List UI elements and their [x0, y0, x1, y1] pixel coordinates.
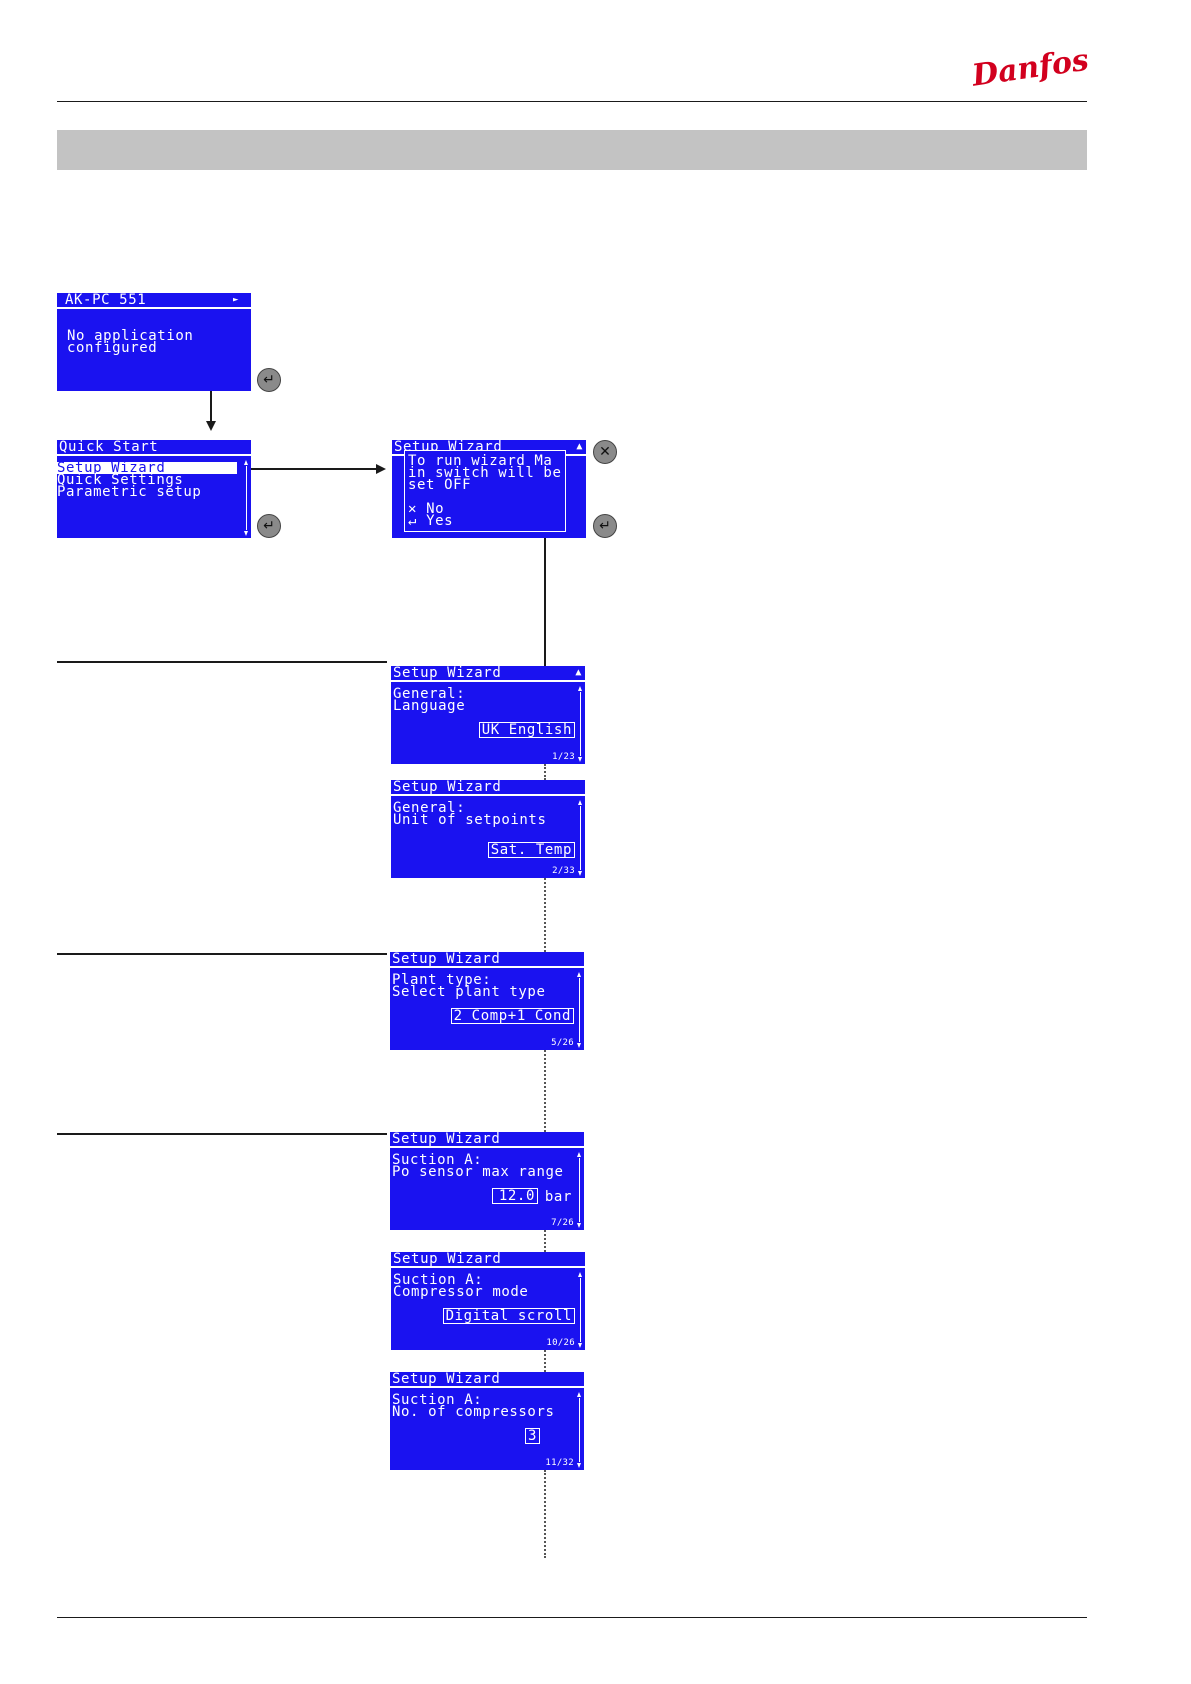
- line-text: Suction A:: [393, 1272, 484, 1288]
- menu-item-parametric-setup[interactable]: Parametric setup: [57, 484, 202, 500]
- language-screen: Setup Wizard ▲ General: Language UK Engl…: [391, 666, 585, 764]
- line-text: General:: [393, 686, 466, 702]
- scrollbar[interactable]: [577, 1392, 582, 1468]
- section-rule: [57, 953, 387, 955]
- screen-title: Setup Wizard: [390, 952, 584, 968]
- dotted-connector: [544, 1050, 546, 1132]
- line-text: Plant type:: [392, 972, 492, 988]
- section-rule: [57, 1133, 387, 1135]
- unit-screen: Setup Wizard General: Unit of setpoints …: [391, 780, 585, 878]
- section-rule: [57, 661, 387, 663]
- value-field[interactable]: UK English: [478, 722, 575, 738]
- danfoss-logo: Danfoss: [969, 44, 1088, 94]
- scrollbar[interactable]: [578, 1272, 583, 1348]
- title-text: Setup Wizard: [392, 1372, 501, 1387]
- option-no[interactable]: ✕ No: [408, 501, 445, 517]
- option-no-label: No: [426, 501, 445, 517]
- title-text: Setup Wizard: [393, 666, 502, 681]
- compressor-count-screen: Setup Wizard Suction A: No. of compresso…: [390, 1372, 584, 1470]
- footer-rule: [57, 1617, 1087, 1618]
- page-counter: 2/33: [552, 866, 575, 876]
- line-text: Suction A:: [392, 1152, 483, 1168]
- enter-icon[interactable]: ↵: [593, 514, 617, 538]
- screen-title: Setup Wizard: [390, 1132, 584, 1148]
- enter-small-icon: ↵: [408, 513, 418, 529]
- dotted-connector: [544, 1470, 546, 1558]
- scrollbar[interactable]: [578, 686, 583, 762]
- scrollbar[interactable]: [244, 460, 249, 536]
- value-field[interactable]: 2 Comp+1 Cond: [450, 1008, 574, 1024]
- confirm-screen: Setup Wizard ▲ To run wizard Ma in switc…: [392, 440, 586, 538]
- quick-start-screen: Quick Start Setup Wizard Quick Settings …: [57, 440, 251, 538]
- dotted-connector: [544, 1230, 546, 1252]
- title-text: Setup Wizard: [392, 1132, 501, 1147]
- option-yes-label: Yes: [426, 513, 454, 529]
- screen-title: Setup Wizard ▲: [391, 666, 585, 682]
- scrollbar[interactable]: [578, 800, 583, 876]
- title-text: Setup Wizard: [392, 952, 501, 967]
- line-text: Compressor mode: [393, 1284, 529, 1300]
- title-text: Setup Wizard: [393, 1252, 502, 1267]
- arrowhead: [206, 421, 216, 431]
- screen-title: Setup Wizard: [390, 1372, 584, 1388]
- connector-line: [544, 538, 546, 666]
- play-icon: ►: [232, 295, 239, 305]
- line-text: No. of compressors: [392, 1404, 555, 1420]
- scrollbar[interactable]: [577, 1152, 582, 1228]
- page-counter: 10/26: [546, 1338, 575, 1348]
- unit-label: bar: [544, 1189, 572, 1205]
- up-arrow-icon: ▲: [576, 441, 583, 452]
- connector-line: [210, 391, 212, 423]
- compressor-mode-screen: Setup Wizard Suction A: Compressor mode …: [391, 1252, 585, 1350]
- screen-title: Setup Wizard: [391, 1252, 585, 1268]
- value-field[interactable]: Digital scroll: [442, 1308, 575, 1324]
- confirm-dialog: To run wizard Ma in switch will be set O…: [404, 450, 566, 532]
- title-text: AK-PC 551: [65, 293, 147, 308]
- page-counter: 1/23: [552, 752, 575, 762]
- line-text: configured: [67, 340, 158, 356]
- section-title-bar: [57, 130, 1087, 170]
- dotted-connector: [544, 878, 546, 952]
- arrowhead: [376, 464, 386, 474]
- screen-title: Setup Wizard: [391, 780, 585, 796]
- line-text: Language: [393, 698, 466, 714]
- po-sensor-screen: Setup Wizard Suction A: Po sensor max ra…: [390, 1132, 584, 1230]
- line-text: Suction A:: [392, 1392, 483, 1408]
- page-counter: 7/26: [551, 1218, 574, 1228]
- cancel-icon[interactable]: ✕: [593, 440, 617, 464]
- line-text: No application: [67, 328, 194, 344]
- value-field[interactable]: Sat. Temp: [487, 842, 575, 858]
- title-text: Setup Wizard: [393, 780, 502, 795]
- cross-icon: ✕: [408, 501, 418, 517]
- start-screen: AK-PC 551 ► No application configured: [57, 293, 251, 391]
- page-counter: 11/32: [545, 1458, 574, 1468]
- screen-title: Quick Start: [57, 440, 251, 456]
- dialog-text: To run wizard Ma: [408, 453, 553, 469]
- enter-icon[interactable]: ↵: [257, 368, 281, 392]
- enter-icon[interactable]: ↵: [257, 514, 281, 538]
- dialog-text: set OFF: [408, 477, 472, 493]
- value-field[interactable]: 12.0: [492, 1188, 538, 1204]
- menu-item-setup-wizard[interactable]: Setup Wizard: [57, 461, 237, 475]
- screen-title: AK-PC 551 ►: [57, 293, 251, 309]
- value-field[interactable]: 3: [524, 1428, 540, 1444]
- dotted-connector: [544, 764, 546, 780]
- plant-type-screen: Setup Wizard Plant type: Select plant ty…: [390, 952, 584, 1050]
- up-arrow-icon: ▲: [575, 667, 582, 678]
- option-yes[interactable]: ↵ Yes: [408, 513, 454, 529]
- line-text: Po sensor max range: [392, 1164, 564, 1180]
- dotted-connector: [544, 1350, 546, 1372]
- title-text: Quick Start: [59, 440, 159, 455]
- line-text: General:: [393, 800, 466, 816]
- line-text: Unit of setpoints: [393, 812, 547, 828]
- connector-line: [251, 468, 377, 470]
- dialog-text: in switch will be: [408, 465, 562, 481]
- page-counter: 5/26: [551, 1038, 574, 1048]
- header-rule: [57, 101, 1087, 102]
- menu-item-quick-settings[interactable]: Quick Settings: [57, 472, 184, 488]
- svg-text:Danfoss: Danfoss: [969, 44, 1088, 94]
- scrollbar[interactable]: [577, 972, 582, 1048]
- line-text: Select plant type: [392, 984, 546, 1000]
